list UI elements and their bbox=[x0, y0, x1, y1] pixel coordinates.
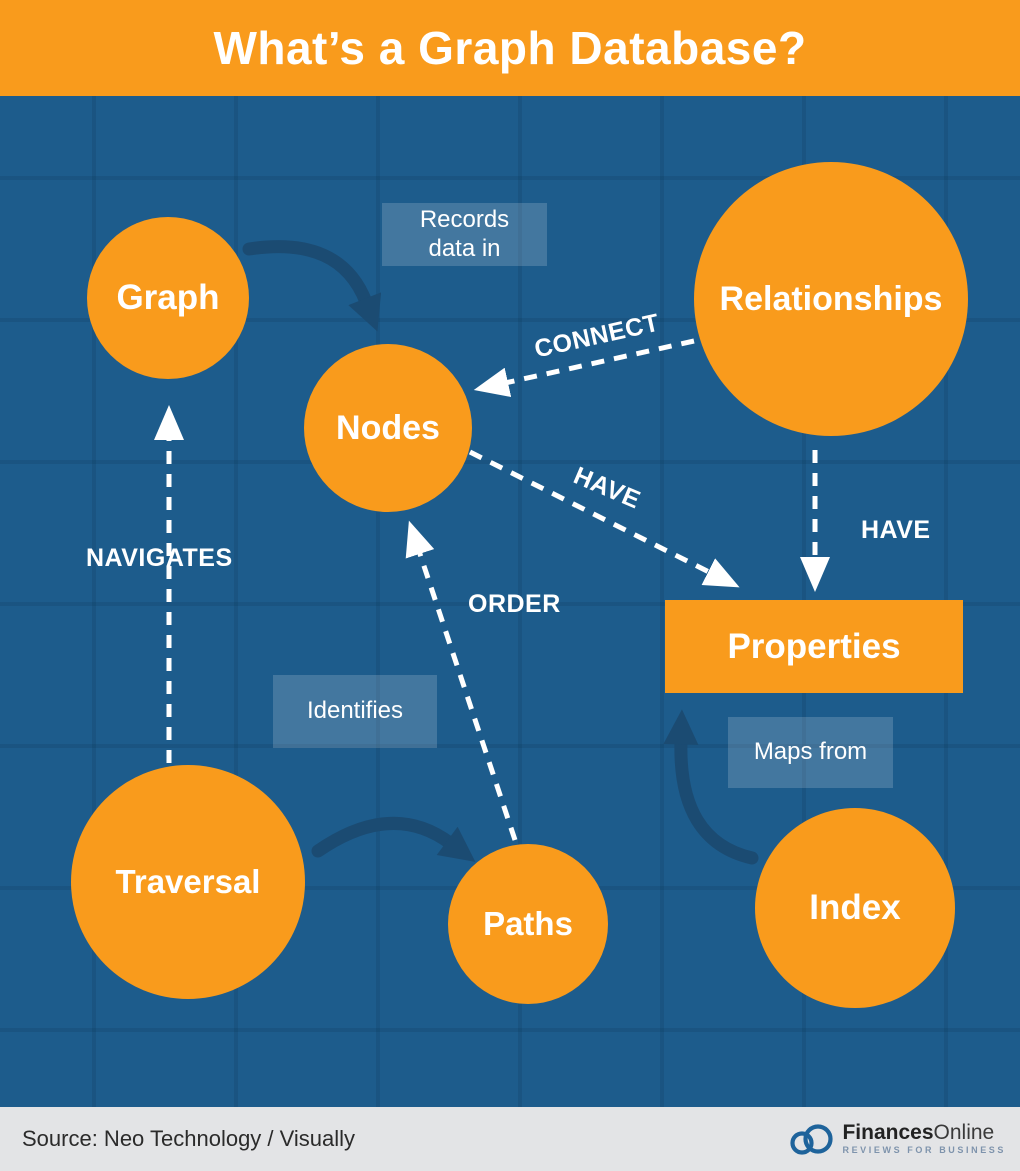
node-graph: Graph bbox=[87, 217, 249, 379]
logo-text: FinancesOnline REVIEWS FOR BUSINESS bbox=[842, 1122, 1006, 1156]
edge-label-order: ORDER bbox=[468, 590, 561, 618]
arrow-layer bbox=[154, 240, 830, 865]
arrow-graph-to-nodes bbox=[242, 240, 382, 332]
arrow-relationships-to-nodes bbox=[473, 338, 695, 397]
node-traversal: Traversal bbox=[71, 765, 305, 999]
cloud-icon bbox=[790, 1124, 834, 1155]
node-paths: Paths bbox=[448, 844, 608, 1004]
node-nodes-label: Nodes bbox=[336, 408, 440, 447]
source-credit: Source: Neo Technology / Visually bbox=[22, 1126, 356, 1151]
diagram-canvas: Graph Nodes Relationships Properties Tra… bbox=[0, 96, 1020, 1107]
node-index-label: Index bbox=[809, 888, 901, 927]
node-traversal-label: Traversal bbox=[115, 863, 261, 900]
edge-label-have-relationships: HAVE bbox=[861, 516, 931, 544]
logo-brand: FinancesOnline bbox=[842, 1122, 1006, 1144]
page-title: What’s a Graph Database? bbox=[213, 22, 807, 74]
edge-label-identifies-text: Identifies bbox=[306, 697, 404, 725]
node-properties: Properties bbox=[665, 600, 963, 693]
footer-bar: Source: Neo Technology / Visually Financ… bbox=[0, 1107, 1020, 1171]
financesonline-logo: FinancesOnline REVIEWS FOR BUSINESS bbox=[788, 1119, 1006, 1159]
node-relationships: Relationships bbox=[694, 162, 968, 436]
node-nodes: Nodes bbox=[304, 344, 472, 512]
arrow-index-to-properties bbox=[663, 709, 759, 865]
logo-tagline: REVIEWS FOR BUSINESS bbox=[842, 1145, 1006, 1156]
edge-label-maps-from: Maps from bbox=[728, 717, 893, 788]
logo-brand-bold: Finances bbox=[842, 1121, 934, 1145]
node-graph-label: Graph bbox=[116, 278, 220, 317]
node-relationships-label: Relationships bbox=[719, 279, 943, 318]
node-paths-label: Paths bbox=[483, 905, 573, 942]
edge-label-records-data-in: Records data in bbox=[382, 203, 547, 266]
edge-label-identifies: Identifies bbox=[273, 675, 437, 748]
header-banner: What’s a Graph Database? bbox=[0, 0, 1020, 96]
arrow-paths-to-nodes bbox=[405, 520, 518, 841]
edge-label-records-data-in-text: Records data in bbox=[419, 205, 510, 262]
edge-label-navigates: NAVIGATES bbox=[86, 544, 233, 572]
node-properties-label: Properties bbox=[727, 626, 901, 666]
logo-brand-light: Online bbox=[933, 1121, 995, 1145]
node-index: Index bbox=[755, 808, 955, 1008]
arrow-traversal-to-paths bbox=[311, 816, 476, 862]
edge-label-maps-from-text: Maps from bbox=[753, 738, 868, 766]
